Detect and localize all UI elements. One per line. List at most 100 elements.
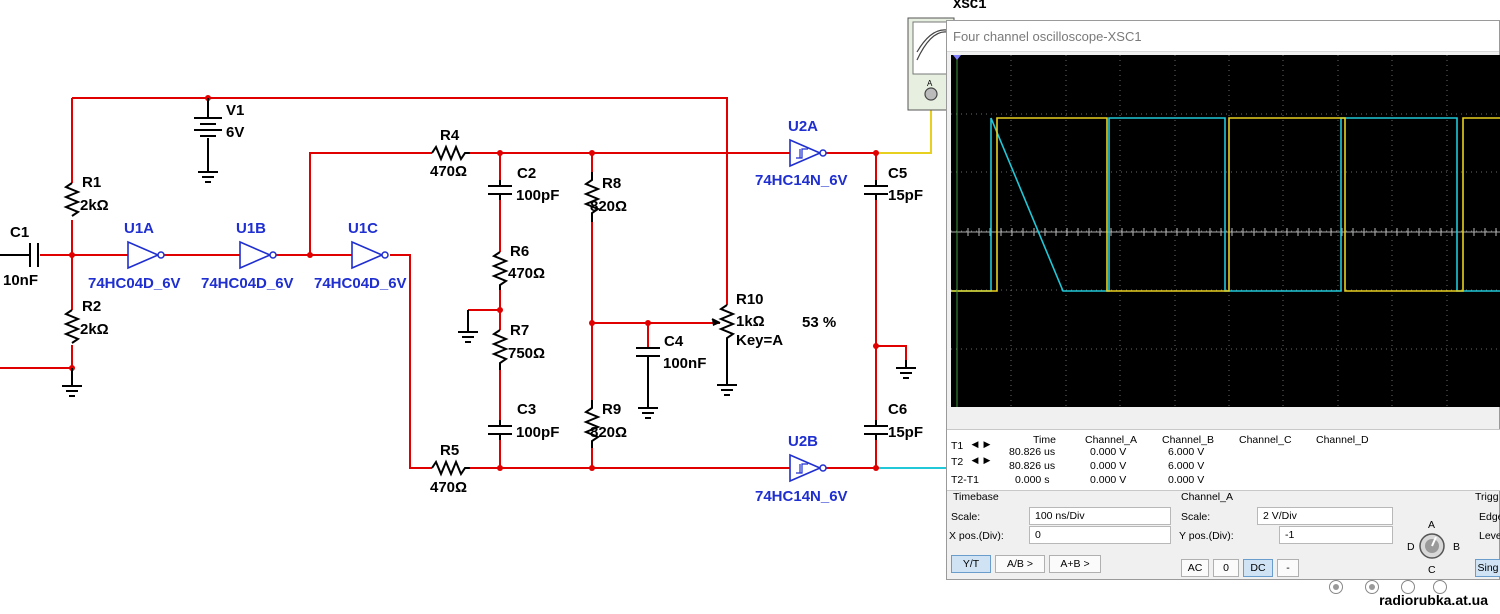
cursor-t1-marker[interactable] [953, 55, 961, 60]
trigger-edge-label: Edge [1479, 511, 1500, 523]
c1-value: 10nF [3, 272, 38, 289]
r6-name: R6 [510, 243, 529, 260]
r1-value: 2kΩ [80, 197, 109, 214]
trace-channel-b [951, 117, 1500, 292]
inverter-u1a[interactable]: U1A 74HC04D_6V [88, 220, 181, 292]
gnd-coupling-button[interactable]: 0 [1213, 559, 1239, 577]
single-trigger-button[interactable]: Sing [1475, 559, 1500, 577]
t2-left-arrow-icon[interactable]: ◀ [971, 455, 979, 465]
ab-button[interactable]: A/B > [995, 555, 1045, 573]
radio-option[interactable] [1433, 580, 1447, 594]
t2-right-arrow-icon[interactable]: ▶ [983, 455, 991, 465]
c3-name: C3 [517, 401, 536, 418]
knob-label-a: A [1428, 519, 1436, 531]
oscilloscope-window[interactable]: Four channel oscilloscope-XSC1 Time Chan… [946, 20, 1500, 594]
timebase-scale-field[interactable]: 100 ns/Div [1029, 507, 1171, 525]
potentiometer-r10[interactable]: R10 1kΩ Key=A 53 % [711, 291, 836, 396]
schmitt-inverter-u2b[interactable]: U2B 74HC14N_6V [755, 433, 848, 505]
channel-selector-knob-icon[interactable] [1417, 531, 1447, 561]
oscilloscope-titlebar[interactable]: Four channel oscilloscope-XSC1 [947, 21, 1499, 52]
row-t1-a: 0.000 V [1090, 446, 1127, 458]
u1b-part: 74HC04D_6V [201, 275, 294, 292]
resistor-r5[interactable]: R5 470Ω [430, 442, 470, 496]
knob-label-b: B [1453, 541, 1461, 553]
trace-channel-a [951, 117, 1500, 292]
r4-name: R4 [440, 127, 460, 144]
battery-v1[interactable]: V1 6V [194, 98, 244, 183]
r10-percent: 53 % [802, 314, 836, 331]
ground-symbol [896, 360, 916, 379]
timebase-xpos-field[interactable]: 0 [1029, 526, 1171, 544]
r8-value: 820Ω [590, 198, 627, 215]
u1c-name: U1C [348, 220, 378, 237]
resistor-r1[interactable]: R1 2kΩ [63, 174, 109, 217]
resistor-r4[interactable]: R4 470Ω [430, 127, 470, 180]
capacitor-c4[interactable]: C4 100nF [636, 333, 706, 419]
inverter-u1b[interactable]: U1B 74HC04D_6V [201, 220, 294, 292]
timebase-xpos-label: X pos.(Div): [949, 530, 1004, 542]
readout-header-c: Channel_C [1239, 434, 1292, 446]
r5-name: R5 [440, 442, 459, 459]
r10-name: R10 [736, 291, 764, 308]
oscilloscope-controls: Time Channel_A Channel_B Channel_C Chann… [947, 427, 1500, 594]
resistor-r7[interactable]: R7 750Ω [491, 322, 545, 370]
schmitt-inverter-u2a[interactable]: U2A 74HC14N_6V [755, 118, 848, 189]
ground-symbol [62, 368, 82, 397]
c2-name: C2 [517, 165, 536, 182]
channel-scale-field[interactable]: 2 V/Div [1257, 507, 1393, 525]
channel-section-title: Channel_A [1181, 491, 1233, 503]
row-diff-time: 0.000 s [1015, 474, 1050, 486]
c3-value: 100pF [516, 424, 559, 441]
yt-button[interactable]: Y/T [951, 555, 991, 573]
r10-key: Key=A [736, 332, 783, 349]
capacitor-c6[interactable]: C6 15pF [864, 401, 923, 441]
a-plus-b-button[interactable]: A+B > [1049, 555, 1101, 573]
u1a-part: 74HC04D_6V [88, 275, 181, 292]
r1-name: R1 [82, 174, 101, 191]
resistor-r8[interactable]: R8 820Ω [583, 172, 627, 222]
ac-coupling-button[interactable]: AC [1181, 559, 1209, 577]
t1-right-arrow-icon[interactable]: ▶ [983, 439, 991, 449]
row-t2-b: 6.000 V [1168, 460, 1205, 472]
r9-value: 820Ω [590, 424, 627, 441]
capacitor-c5[interactable]: C5 15pF [864, 165, 923, 204]
u2a-name: U2A [788, 118, 818, 135]
capacitor-c2[interactable]: C2 100pF [488, 165, 559, 204]
radio-option[interactable] [1365, 580, 1379, 594]
row-t1-time: 80.826 us [1009, 446, 1056, 458]
row-t1-b: 6.000 V [1168, 446, 1205, 458]
row-label-t2-t1: T2-T1 [951, 474, 980, 486]
u1c-part: 74HC04D_6V [314, 275, 407, 292]
invert-button[interactable]: - [1277, 559, 1299, 577]
oscilloscope-title: Four channel oscilloscope-XSC1 [953, 28, 1142, 44]
readout-header-a: Channel_A [1085, 434, 1137, 446]
resistor-r2[interactable]: R2 2kΩ [63, 298, 109, 344]
radio-option[interactable] [1401, 580, 1415, 594]
row-label-t1: T1 [951, 440, 964, 452]
capacitor-c1[interactable]: C1 10nF [0, 224, 39, 289]
oscilloscope-screen[interactable] [951, 55, 1500, 407]
row-t2-a: 0.000 V [1090, 460, 1127, 472]
u1a-name: U1A [124, 220, 154, 237]
radio-option[interactable] [1329, 580, 1343, 594]
timebase-section-title: Timebase [953, 491, 999, 503]
c4-value: 100nF [663, 355, 706, 372]
resistor-r6[interactable]: R6 470Ω [491, 243, 545, 290]
trigger-section-title: Trigg [1475, 491, 1499, 503]
c6-value: 15pF [888, 424, 923, 441]
r2-value: 2kΩ [80, 321, 109, 338]
t1-left-arrow-icon[interactable]: ◀ [971, 439, 979, 449]
capacitor-c3[interactable]: C3 100pF [488, 401, 559, 441]
row-t2-time: 80.826 us [1009, 460, 1056, 472]
v1-name: V1 [226, 102, 244, 119]
inverter-u1c[interactable]: U1C 74HC04D_6V [314, 220, 407, 292]
v1-value: 6V [226, 124, 244, 141]
resistor-r9[interactable]: R9 820Ω [583, 400, 627, 448]
knob-label-c: C [1428, 564, 1436, 576]
dc-coupling-button[interactable]: DC [1243, 559, 1273, 577]
c4-name: C4 [664, 333, 684, 350]
xsc1-channel: A [927, 79, 933, 88]
readout-header-d: Channel_D [1316, 434, 1369, 446]
channel-ypos-field[interactable]: -1 [1279, 526, 1393, 544]
